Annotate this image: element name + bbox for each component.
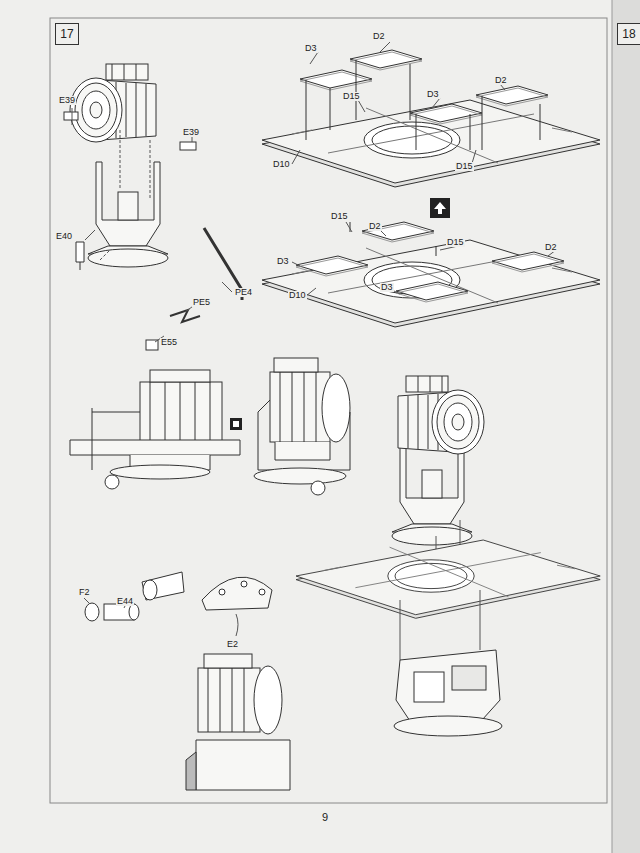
part-label: PE4 [234, 288, 253, 297]
part-label: E55 [160, 338, 178, 347]
part-label: D15 [455, 162, 474, 171]
part-label: D10 [288, 291, 307, 300]
part-label: E39 [58, 96, 76, 105]
step-number-box: 17 [55, 23, 79, 45]
part-label: F2 [78, 588, 91, 597]
part-label: D3 [304, 44, 318, 53]
part-label: D15 [330, 212, 349, 221]
part-label: E2 [226, 640, 239, 649]
step-number: 18 [622, 28, 635, 40]
part-label: D3 [380, 283, 394, 292]
part-label: D15 [342, 92, 361, 101]
part-label: D3 [426, 90, 440, 99]
step-number: 17 [60, 28, 73, 40]
step-number-box: 18 [617, 23, 640, 45]
part-label: D2 [544, 243, 558, 252]
part-label: E39 [182, 128, 200, 137]
part-label: D15 [446, 238, 465, 247]
part-label: D3 [276, 257, 290, 266]
part-label: 9 [321, 812, 329, 823]
part-label: D2 [494, 76, 508, 85]
part-label: E44 [116, 597, 134, 606]
part-label: D2 [372, 32, 386, 41]
part-label: PE5 [192, 298, 211, 307]
part-label: E40 [55, 232, 73, 241]
part-label: D10 [272, 160, 291, 169]
part-label: D2 [368, 222, 382, 231]
